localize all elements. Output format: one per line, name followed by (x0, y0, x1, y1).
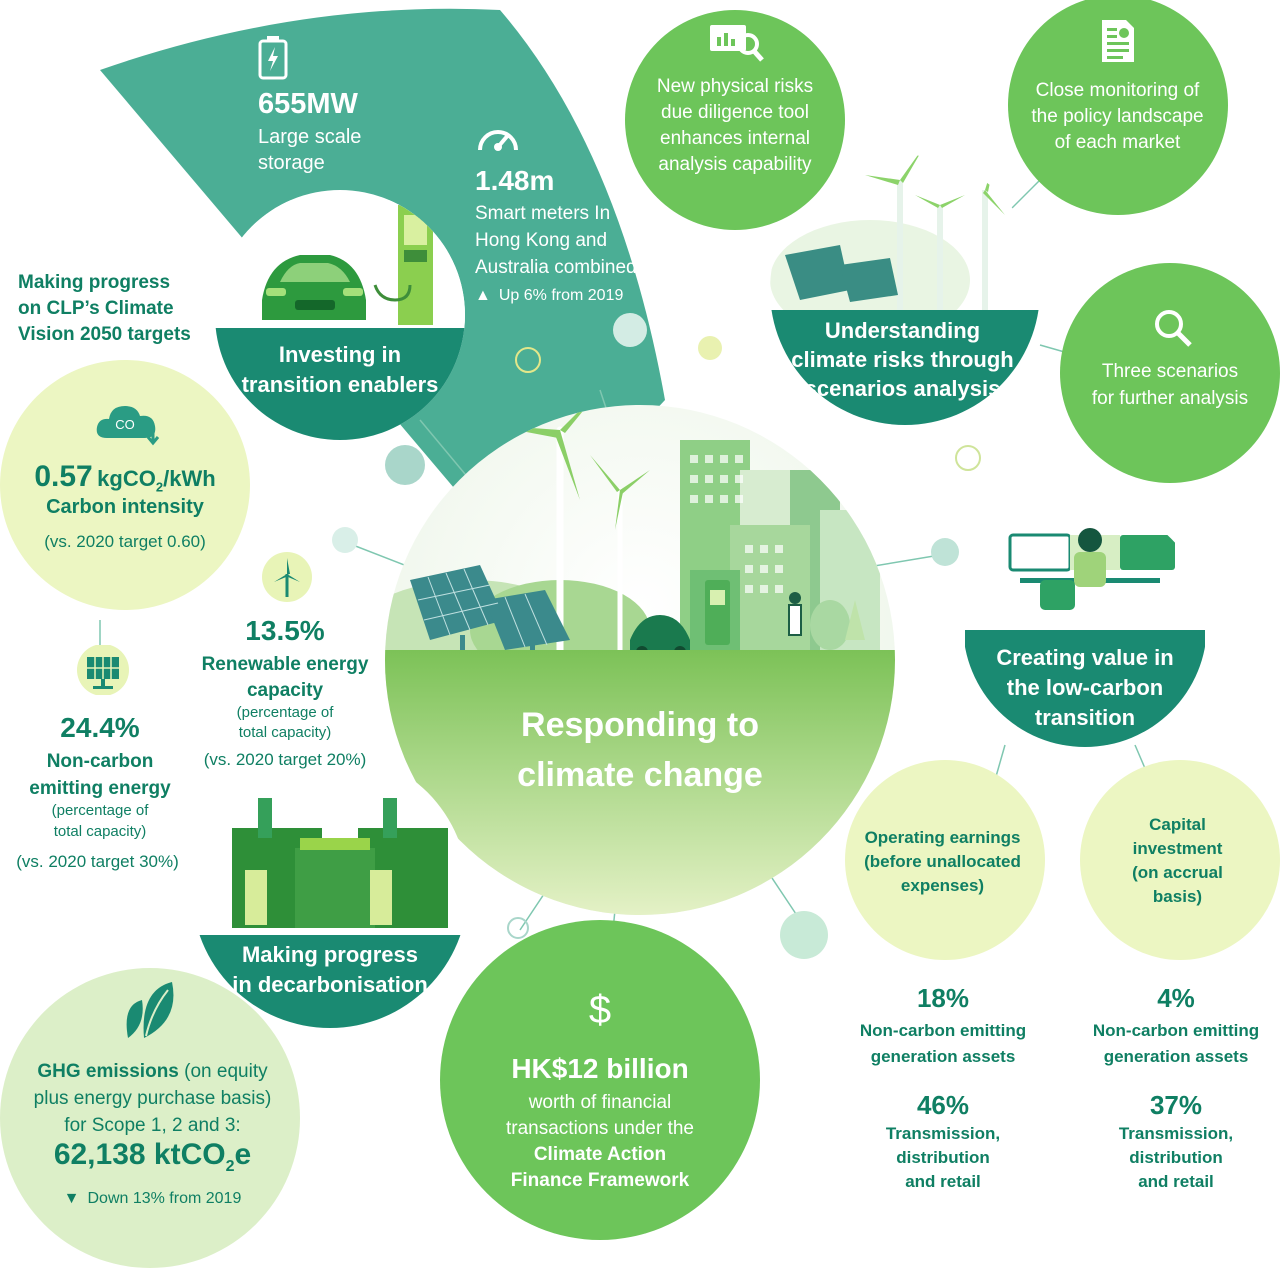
carbon-intensity-label: Carbon intensity (46, 496, 204, 518)
capital-investment-circle (1080, 760, 1280, 960)
operating-stat-value: 46% (916, 1090, 970, 1120)
co2-cloud-icon: CO (96, 406, 160, 446)
non-carbon-value: 24.4% (60, 712, 140, 743)
operating-stat-value: 18% (916, 983, 970, 1013)
renewable-target: (vs. 2020 target 20%) (203, 750, 367, 769)
decor-bubble (698, 336, 722, 360)
carbon-intensity-circle (0, 360, 250, 610)
non-carbon-target: (vs. 2020 target 30%) (16, 852, 179, 871)
scenarios-analysis-circle (770, 155, 1040, 425)
decor-bubble (385, 445, 425, 485)
center-illustration (385, 405, 895, 915)
ghg-label: GHG emissions (on equity plus energy pur… (33, 1061, 272, 1136)
decor-bubble (613, 313, 647, 347)
decor-bubble (515, 347, 541, 373)
physical-risks-circle (625, 10, 845, 230)
carbon-intensity-target: (vs. 2020 target 0.60) (44, 532, 206, 551)
magnifier-icon (1155, 310, 1192, 347)
ghg-circle (0, 968, 300, 1268)
up-triangle-icon: ▲ (475, 287, 491, 304)
document-icon (1102, 20, 1134, 62)
renewable-value: 13.5% (245, 615, 325, 646)
decor-bubble (955, 445, 981, 471)
decor-bubble (780, 911, 828, 959)
finance-circle (440, 920, 760, 1240)
down-triangle-icon: ▼ (63, 1190, 80, 1207)
chart-search-icon (710, 25, 764, 62)
battery-icon (258, 36, 288, 80)
policy-circle (1008, 0, 1228, 215)
leaf-icon (126, 982, 174, 1038)
operating-earnings-circle (845, 760, 1045, 960)
gauge-icon (478, 130, 518, 151)
smart-meters-change: ▲Up 6% from 2019 (475, 287, 624, 304)
smart-meters-value: 1.48m (475, 165, 555, 196)
ghg-change: ▼Down 13% from 2019 (63, 1190, 242, 1207)
decor-bubble (931, 538, 959, 566)
dollar-icon: $ (588, 988, 612, 1032)
carbon-intensity-value: 0.57 kgCO2/kWh (34, 460, 216, 495)
capital-stat-value: 37% (1149, 1090, 1203, 1120)
wind-turbine-icon (262, 552, 312, 602)
ghg-value: 62,138 ktCO2e (53, 1138, 252, 1175)
decor-bubble (507, 917, 529, 939)
three-scenarios-circle (1060, 263, 1280, 483)
storage-value: 655MW (258, 88, 358, 120)
capital-stat-value: 4% (1157, 983, 1195, 1013)
decor-bubble (332, 527, 358, 553)
svg-text:CO: CO (115, 417, 135, 432)
solar-panel-icon (77, 645, 129, 695)
finance-value: HK$12 billion (511, 1053, 689, 1084)
